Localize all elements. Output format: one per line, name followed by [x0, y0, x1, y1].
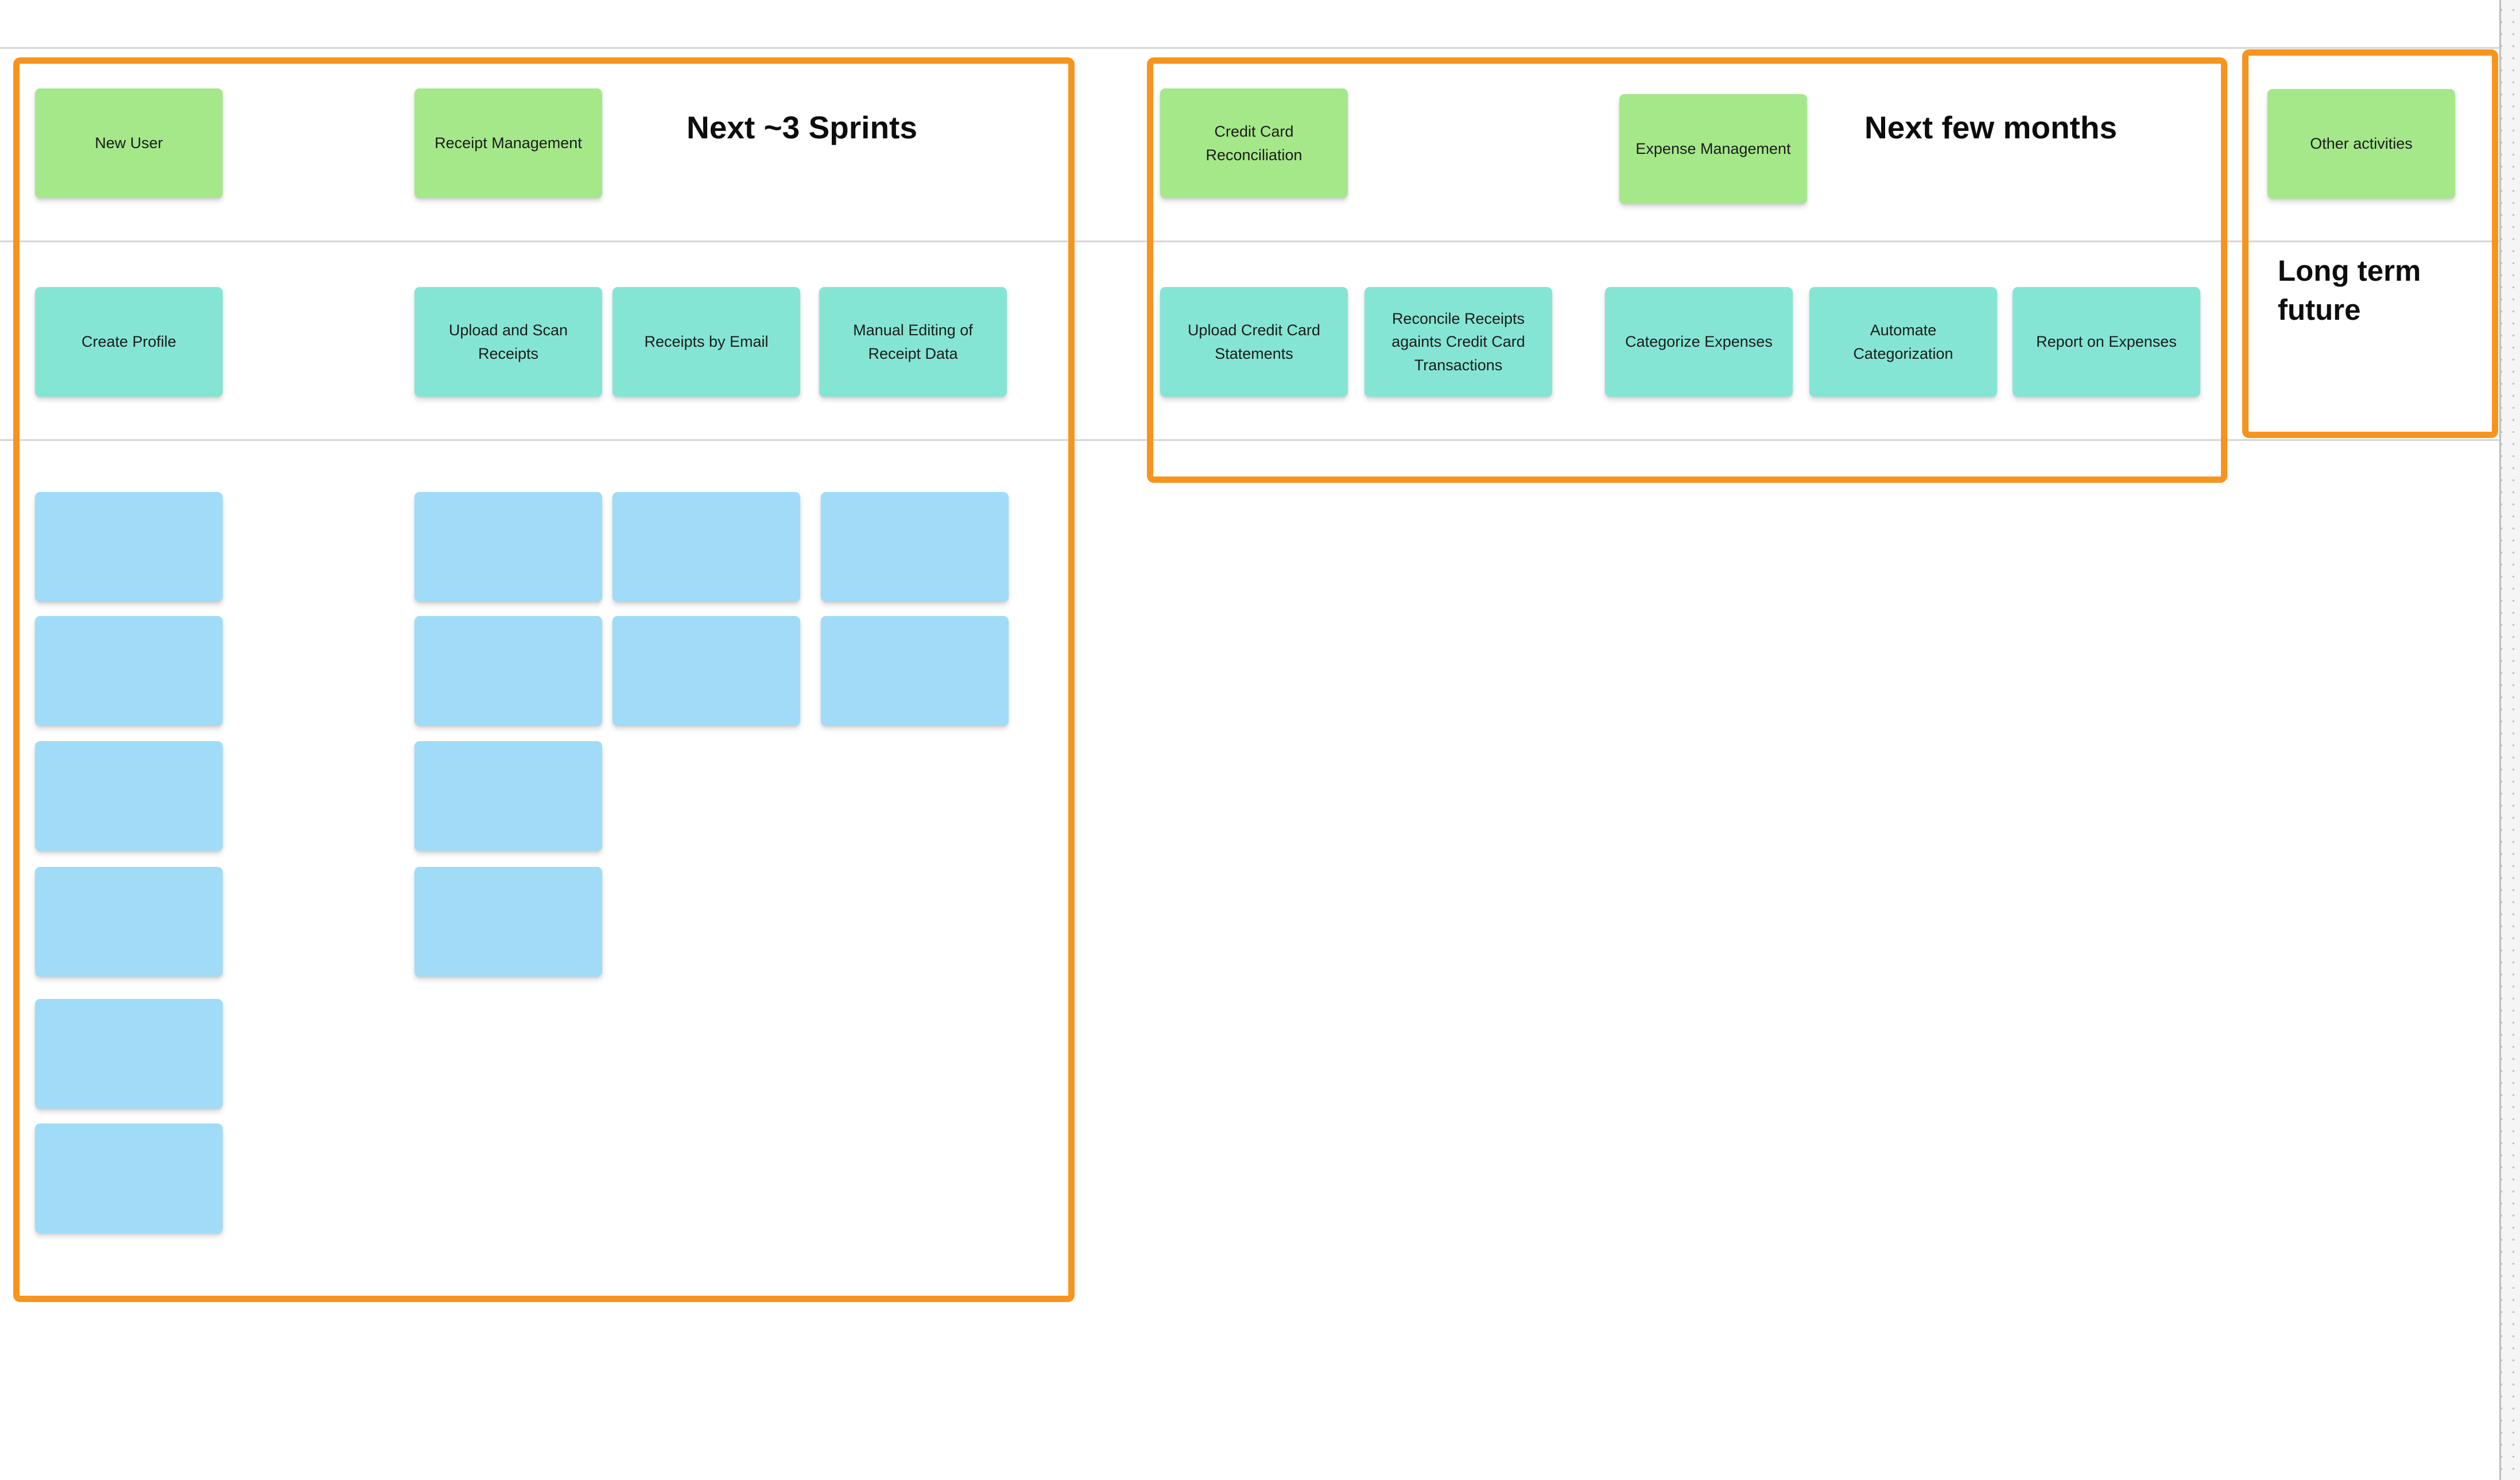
sticky-note-expense-management[interactable]: Expense Management: [1619, 94, 1807, 204]
title-next-few-months[interactable]: Next few months: [1864, 110, 2118, 145]
sticky-note-reconcile-receipts[interactable]: Reconcile Receipts againts Credit Card T…: [1364, 287, 1552, 397]
sticky-note-upload-and-scan-receipts[interactable]: Upload and Scan Receipts: [414, 287, 602, 397]
blank-story-note[interactable]: [612, 492, 800, 602]
sticky-note-receipts-by-email[interactable]: Receipts by Email: [612, 287, 800, 397]
frame-next-3-sprints[interactable]: [13, 57, 1075, 1302]
sticky-note-create-profile[interactable]: Create Profile: [35, 287, 223, 397]
canvas-dot-grid: [2499, 0, 2520, 1480]
blank-story-note[interactable]: [35, 616, 223, 726]
frame-long-term-future[interactable]: [2242, 49, 2498, 438]
blank-story-note[interactable]: [612, 616, 800, 726]
sticky-note-report-on-expenses[interactable]: Report on Expenses: [2013, 287, 2200, 397]
frame-next-few-months[interactable]: [1147, 57, 2227, 483]
blank-story-note[interactable]: [414, 616, 602, 726]
row-divider-top: [0, 47, 2499, 49]
sticky-note-upload-credit-card-statements[interactable]: Upload Credit Card Statements: [1160, 287, 1348, 397]
title-long-term-future[interactable]: Long term future: [2278, 254, 2421, 326]
blank-story-note[interactable]: [821, 492, 1009, 602]
blank-story-note[interactable]: [35, 867, 223, 977]
sticky-note-other-activities[interactable]: Other activities: [2267, 89, 2455, 199]
blank-story-note[interactable]: [35, 741, 223, 851]
blank-story-note[interactable]: [414, 492, 602, 602]
sticky-note-credit-card-reconciliation[interactable]: Credit Card Reconciliation: [1160, 88, 1348, 198]
blank-story-note[interactable]: [414, 867, 602, 977]
sticky-note-automate-categorization[interactable]: Automate Categorization: [1809, 287, 1997, 397]
blank-story-note[interactable]: [35, 492, 223, 602]
sticky-note-new-user[interactable]: New User: [35, 88, 223, 198]
sticky-note-categorize-expenses[interactable]: Categorize Expenses: [1605, 287, 1793, 397]
blank-story-note[interactable]: [414, 741, 602, 851]
blank-story-note[interactable]: [35, 1123, 223, 1233]
blank-story-note[interactable]: [35, 999, 223, 1109]
sticky-note-receipt-management[interactable]: Receipt Management: [414, 88, 602, 198]
row-divider-steps: [0, 439, 2499, 441]
blank-story-note[interactable]: [821, 616, 1009, 726]
sticky-note-manual-editing-of-receipt-data[interactable]: Manual Editing of Receipt Data: [819, 287, 1007, 397]
row-divider-activities: [0, 241, 2499, 242]
title-next-3-sprints[interactable]: Next ~3 Sprints: [687, 110, 917, 145]
